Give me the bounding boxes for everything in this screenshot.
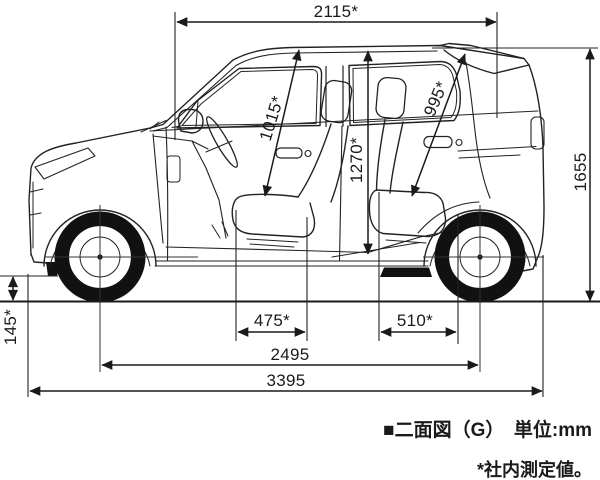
front-door-window [176, 65, 323, 129]
dim-rear-seat-height [411, 53, 466, 197]
label-interior-height: 1270* [347, 137, 366, 183]
rear-headrest [375, 76, 407, 120]
rear-wheel-housing [417, 201, 480, 234]
rocker-lines [154, 260, 429, 267]
label-wheelbase: 2495 [270, 345, 309, 364]
front-headrest [320, 79, 353, 124]
label-rear-seat-length: 510* [397, 311, 433, 330]
front-door-handle [275, 147, 312, 159]
tail-lamp [530, 116, 545, 150]
wheel-crosshairs [45, 205, 544, 372]
side-mirror [177, 108, 204, 134]
rear-door-handle [423, 135, 463, 149]
label-ground-clearance: 145* [1, 309, 20, 345]
dashboard [152, 133, 227, 244]
label-overall-height: 1655 [571, 152, 590, 191]
diagram-footnote: *社内測定値。 [477, 459, 592, 480]
front-seat-cushion [231, 193, 316, 238]
side-sill-garnish [380, 267, 432, 277]
steering-wheel [206, 116, 238, 168]
headlight [34, 147, 96, 180]
label-overall-length: 3395 [266, 371, 305, 390]
dimension-labels: 2115* 1015* 1270* 995* 1655 145* 475* 51… [1, 2, 590, 390]
diagram-caption: ■二面図（G） 単位:mm [383, 418, 592, 441]
front-seat [231, 79, 353, 248]
label-rear-seat-height: 995* [420, 78, 452, 119]
label-roof-length: 2115* [314, 2, 359, 21]
car-body-outline [28, 44, 545, 273]
rear-seat-cushion [368, 189, 447, 238]
windshield-wiper [140, 120, 167, 133]
b-pillar [325, 65, 344, 128]
dimension-lines [0, 12, 600, 397]
dim-front-seat-height [262, 49, 302, 197]
label-front-seat-length: 475* [254, 311, 290, 330]
